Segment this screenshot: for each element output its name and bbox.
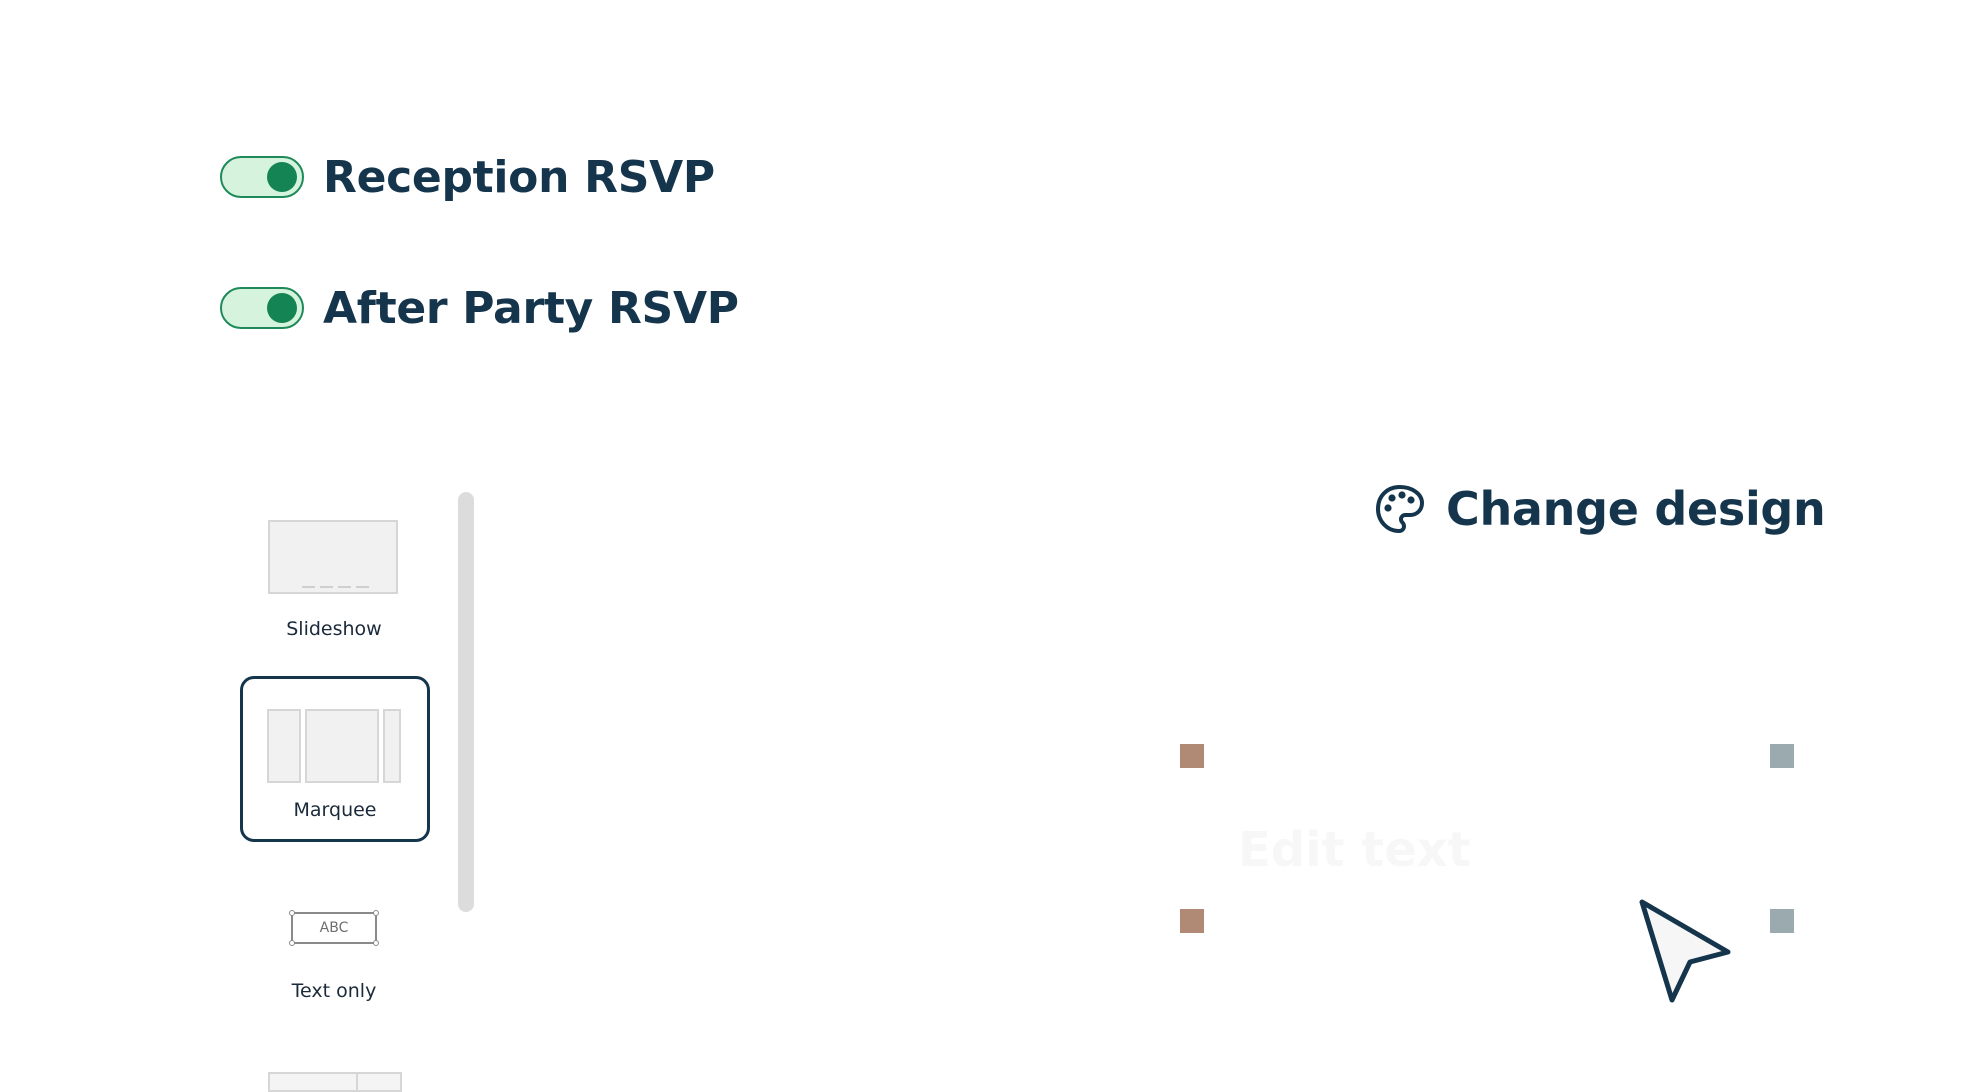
reception-rsvp-toggle[interactable] (220, 156, 304, 198)
change-design-button[interactable]: Change design (1374, 474, 1826, 544)
change-design-label: Change design (1446, 482, 1826, 536)
slide-indicator (356, 586, 369, 588)
resize-handle-top-left[interactable] (1180, 744, 1204, 768)
marquee-label: Marquee (293, 799, 377, 821)
resize-handle-bottom-right[interactable] (1770, 909, 1794, 933)
thumbnail-divider (356, 1074, 358, 1090)
after-party-rsvp-row: After Party RSVP (220, 282, 739, 334)
corner-handle (373, 940, 379, 946)
corner-handle (373, 910, 379, 916)
toggle-knob (267, 162, 297, 192)
after-party-rsvp-toggle[interactable] (220, 287, 304, 329)
edit-text-placeholder[interactable]: Edit text (1238, 822, 1471, 878)
layout-option-marquee[interactable]: Marquee (240, 676, 430, 842)
corner-handle (289, 940, 295, 946)
slide-indicator (302, 586, 315, 588)
layout-option-text-only[interactable]: ABC Text only (240, 890, 428, 1010)
reception-rsvp-label: Reception RSVP (323, 151, 715, 203)
corner-handle (289, 910, 295, 916)
marquee-thumbnail-left (267, 709, 301, 783)
text-only-thumbnail: ABC (289, 910, 379, 946)
slide-indicator (338, 586, 351, 588)
layout-panel-scrollbar[interactable] (458, 492, 474, 912)
toggle-knob (267, 293, 297, 323)
slide-indicator (320, 586, 333, 588)
resize-handle-bottom-left[interactable] (1180, 909, 1204, 933)
text-only-label: Text only (291, 980, 377, 1002)
mouse-pointer-icon (1639, 899, 1731, 1003)
slideshow-label: Slideshow (286, 618, 382, 640)
palette-icon (1376, 485, 1424, 533)
marquee-thumbnail-right (383, 709, 401, 783)
layout-option-slideshow[interactable]: Slideshow (240, 504, 428, 644)
after-party-rsvp-label: After Party RSVP (323, 282, 739, 334)
text-only-thumb-text: ABC (319, 920, 349, 936)
marquee-thumbnail-center (305, 709, 379, 783)
layout-option-partial[interactable] (268, 1072, 402, 1092)
resize-handle-top-right[interactable] (1770, 744, 1794, 768)
slideshow-thumbnail (268, 520, 398, 594)
reception-rsvp-row: Reception RSVP (220, 151, 715, 203)
